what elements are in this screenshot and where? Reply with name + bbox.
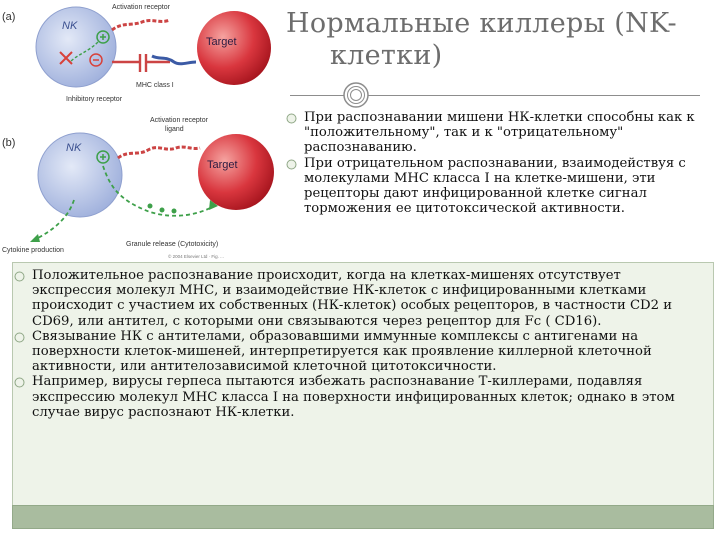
nk-cell-b <box>37 132 123 218</box>
main-bullet-list: Положительное распознавание происходит, … <box>14 268 704 420</box>
nk-cell-a <box>35 6 117 88</box>
list-item: Связывание НК с антителами, образовавшим… <box>14 329 704 375</box>
panel-footer-bar <box>12 505 714 529</box>
activation-ligand-label-1: Activation receptor <box>150 117 209 124</box>
inhibitory-receptor-a <box>112 54 170 72</box>
activation-ligand-label-2: ligand <box>165 126 184 133</box>
inhibitory-receptor-label: Inhibitory receptor <box>66 96 123 103</box>
nk-label-a: NK <box>62 20 78 32</box>
plus-icon-a <box>100 34 106 40</box>
nk-cell-recognition-figure: (a) NK Target Activation receptor MHC cl… <box>2 4 274 259</box>
top-text-background <box>280 100 712 260</box>
granule-release-label: Granule release (Cytotoxicity) <box>126 241 218 248</box>
bullet-icon <box>14 271 25 282</box>
granule-dot-1 <box>147 203 153 209</box>
slide-title: Нормальные киллеры (NK- клетки) <box>286 8 716 72</box>
target-cell-a <box>197 11 271 85</box>
title-line-1: Нормальные киллеры (NK- <box>286 8 677 39</box>
bullet-text: Например, вирусы герпеса пытаются избежа… <box>32 374 675 420</box>
target-label-a: Target <box>206 36 237 48</box>
mhc-class-i-label: MHC class I <box>136 82 174 89</box>
granule-release-arrow <box>102 165 215 217</box>
ring-ornament-icon <box>343 82 369 108</box>
target-label-b: Target <box>207 159 238 171</box>
content-panel <box>12 262 714 528</box>
nk-label-b: NK <box>66 142 82 154</box>
inhibitory-signal-icon-a <box>89 53 103 67</box>
activation-signal-icon-a <box>96 30 110 44</box>
bullet-text: При отрицательном распознавании, взаимод… <box>304 155 686 217</box>
mhc-molecule-a <box>151 54 197 66</box>
bullet-icon <box>14 377 25 388</box>
bullet-icon <box>286 113 297 124</box>
figure-credit: © 2004 Elsevier Ltd · Fig. ... <box>168 253 224 259</box>
bullet-text: При распознавании мишени НК-клетки спосо… <box>304 110 695 156</box>
list-item: Например, вирусы герпеса пытаются избежа… <box>14 374 704 420</box>
bullet-text: Связывание НК с антителами, образовавшим… <box>32 328 652 375</box>
list-item: При отрицательном распознавании, взаимод… <box>286 156 706 217</box>
list-item: При распознавании мишени НК-клетки спосо… <box>286 110 706 156</box>
bullet-icon <box>14 332 25 343</box>
cytokine-production-label: Cytokine production <box>2 247 64 254</box>
target-cell-b <box>198 134 274 210</box>
list-item: Положительное распознавание происходит, … <box>14 268 704 329</box>
title-divider <box>290 95 700 96</box>
top-bullet-list: При распознавании мишени НК-клетки спосо… <box>286 110 706 216</box>
title-line-2: клетки) <box>330 40 443 71</box>
block-x-icon-a <box>59 51 73 65</box>
activation-receptor-a <box>111 18 171 32</box>
plus-icon-b <box>100 154 106 160</box>
bullet-text: Положительное распознавание происходит, … <box>32 268 672 329</box>
granule-dot-3 <box>171 208 177 214</box>
activation-receptor-b <box>117 145 201 160</box>
granule-dot-2 <box>159 207 165 213</box>
activation-receptor-label: Activation receptor <box>112 4 171 11</box>
signal-path-a <box>69 41 99 63</box>
panel-b-letter: (b) <box>2 137 15 149</box>
bullet-icon <box>286 159 297 170</box>
arrowhead-granule <box>209 200 218 210</box>
panel-a-letter: (a) <box>2 11 15 23</box>
arrowhead-cytokine <box>30 234 40 242</box>
activation-signal-icon-b <box>96 150 110 164</box>
